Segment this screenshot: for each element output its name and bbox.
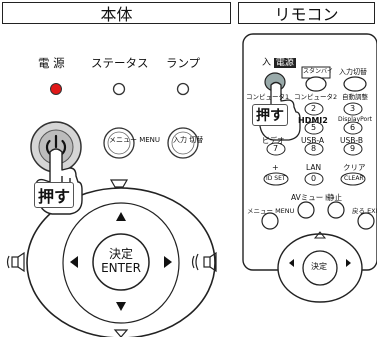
remote-usb-a-label: USB-A bbox=[301, 136, 325, 145]
lamp-led bbox=[176, 82, 190, 96]
remote-menu-label: メニュー MENU bbox=[247, 207, 294, 215]
up-indicator-icon bbox=[109, 179, 129, 188]
input-button-ring bbox=[171, 131, 195, 155]
left-arrow-icon[interactable] bbox=[70, 256, 78, 268]
remote-key-6[interactable] bbox=[343, 121, 363, 135]
right-speaker-icon bbox=[191, 251, 217, 273]
left-speaker-icon bbox=[6, 251, 25, 273]
remote-key-7[interactable] bbox=[266, 142, 286, 156]
remote-key-5[interactable] bbox=[304, 121, 324, 135]
remote-key-5-label: 5 bbox=[311, 123, 317, 132]
remote-enter-label: 決定 bbox=[311, 262, 327, 271]
remote-power-text: 電源 bbox=[273, 58, 296, 68]
remote-auto-adjust-label: 自動調整 bbox=[342, 93, 368, 101]
remote-exit-label: 戻る EXIT bbox=[352, 207, 377, 215]
status-led bbox=[112, 82, 126, 96]
remote-lan-label: LAN bbox=[306, 163, 322, 172]
remote-key-9[interactable] bbox=[343, 142, 363, 156]
remote-usb-b-label: USB-B bbox=[340, 136, 363, 145]
remote-key-2[interactable] bbox=[304, 102, 324, 116]
power-label: 電 源 bbox=[38, 56, 65, 70]
remote-hdmi-label: HDMI2 bbox=[298, 116, 328, 125]
remote-clear-jp-label: クリア bbox=[343, 163, 366, 172]
right-arrow-icon[interactable] bbox=[164, 256, 172, 268]
header-main: 本体 bbox=[2, 2, 231, 24]
remote-freeze-button[interactable] bbox=[327, 201, 345, 219]
remote-enter-button[interactable] bbox=[302, 250, 338, 286]
remote-key-6-label: 6 bbox=[350, 123, 356, 132]
input-button-label: 入力 切替 bbox=[173, 136, 204, 144]
remote-key-7-label: 7 bbox=[273, 144, 279, 153]
remote-displayport-label: DisplayPort bbox=[338, 116, 373, 123]
enter-label-jp: 決定 bbox=[108, 247, 133, 261]
remote-av-mute-button[interactable] bbox=[297, 201, 315, 219]
push-callout: 押す bbox=[34, 182, 75, 208]
up-arrow-icon[interactable] bbox=[116, 212, 126, 221]
remote-right-arrow-icon[interactable] bbox=[346, 259, 351, 267]
remote-id-set-label: ID SET bbox=[266, 175, 286, 182]
remote-freeze-label: 静止 bbox=[327, 193, 342, 202]
down-indicator-icon bbox=[113, 329, 129, 337]
remote-standby-label: スタンバイ bbox=[303, 68, 334, 75]
remote-key-3-label: 3 bbox=[350, 104, 356, 113]
remote-key-9-label: 9 bbox=[350, 144, 356, 153]
enter-label-en: ENTER bbox=[101, 261, 141, 275]
remote-up-arrow-icon[interactable] bbox=[313, 231, 327, 239]
enter-label: 決定 ENTER bbox=[101, 247, 141, 275]
remote-input-switch-button[interactable] bbox=[343, 76, 367, 92]
header-main-text: 本体 bbox=[100, 5, 133, 24]
remote-av-mute-label: AVミュート bbox=[291, 193, 331, 202]
lamp-label: ランプ bbox=[166, 56, 201, 70]
remote-power-prefix: 入 bbox=[262, 58, 272, 68]
remote-standby-button[interactable] bbox=[305, 76, 327, 92]
remote-key-0[interactable] bbox=[304, 172, 324, 186]
remote-id-set-button[interactable] bbox=[263, 172, 289, 186]
remote-left-arrow-icon[interactable] bbox=[289, 259, 294, 267]
remote-computer1-label: コンピュータ1 bbox=[246, 93, 290, 101]
remote-plus-label: + bbox=[272, 163, 279, 172]
power-led bbox=[50, 83, 62, 95]
remote-key-3[interactable] bbox=[343, 102, 363, 116]
remote-menu-button[interactable] bbox=[261, 212, 279, 230]
header-remote: リモコン bbox=[238, 2, 375, 24]
remote-exit-button[interactable] bbox=[357, 212, 375, 230]
status-label: ステータス bbox=[91, 56, 149, 70]
remote-key-0-label: 0 bbox=[311, 174, 317, 183]
remote-video-label: ビデオ bbox=[262, 136, 285, 145]
remote-input-switch-label: 入力切替 bbox=[339, 68, 367, 76]
remote-clear-en-label: CLEAR bbox=[344, 175, 364, 182]
remote-key-8-label: 8 bbox=[311, 144, 317, 153]
remote-key-2-label: 2 bbox=[311, 104, 317, 113]
remote-clear-button[interactable] bbox=[340, 172, 366, 186]
remote-key-8[interactable] bbox=[304, 142, 324, 156]
down-arrow-icon[interactable] bbox=[116, 302, 126, 311]
remote-power-label: 入 電源 bbox=[262, 58, 296, 68]
menu-button-ring bbox=[107, 131, 131, 155]
remote-push-callout: 押す bbox=[252, 104, 288, 126]
enter-button[interactable] bbox=[92, 233, 150, 291]
header-remote-text: リモコン bbox=[274, 5, 339, 24]
remote-computer2-label: コンピュータ2 bbox=[294, 93, 338, 101]
menu-button-label: メニュー MENU bbox=[109, 136, 161, 144]
